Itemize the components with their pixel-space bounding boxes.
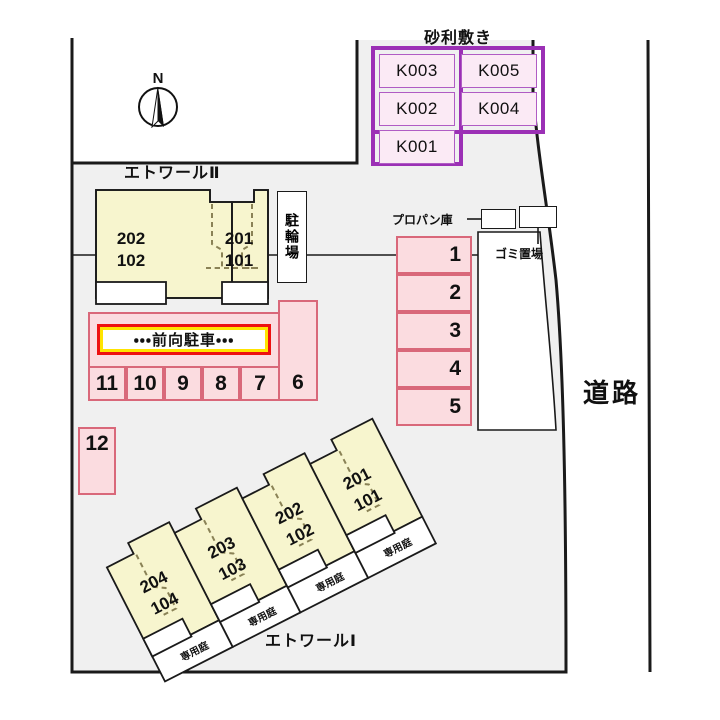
parking-space-10[interactable]: 10	[126, 366, 164, 401]
north-compass: N	[137, 70, 179, 129]
compass-icon	[138, 86, 178, 129]
parking-space-11[interactable]: 11	[88, 366, 126, 401]
propane-box	[481, 209, 516, 229]
unit-lower: 101	[224, 250, 254, 270]
front-parking-banner: ・・・前向駐車・・・	[97, 324, 271, 355]
parking-space-3[interactable]: 3	[396, 312, 472, 350]
parking-space-6[interactable]: 6	[278, 300, 318, 401]
gravel-lot-title: 砂利敷き	[424, 30, 493, 47]
garbage-label: ゴミ置場	[495, 247, 544, 261]
unit-etoile2-201: 201 101	[208, 228, 270, 272]
parking-space-7[interactable]: 7	[240, 366, 280, 401]
gravel-space-K003[interactable]: K003	[379, 54, 455, 88]
road-label: 道路	[583, 378, 642, 408]
propane-label: プロパン庫	[392, 213, 453, 227]
unit-lower: 102	[116, 250, 146, 270]
bicycle-parking-box: 駐輪場	[277, 191, 307, 283]
parking-space-2[interactable]: 2	[396, 274, 472, 312]
gravel-space-K002[interactable]: K002	[379, 92, 455, 126]
parking-space-8[interactable]: 8	[202, 366, 240, 401]
building-label-etoile-1: エトワールⅠ	[265, 633, 357, 650]
gravel-space-K001[interactable]: K001	[379, 130, 455, 164]
unit-upper: 202	[116, 229, 146, 248]
compass-north-label: N	[152, 70, 164, 87]
parking-space-9[interactable]: 9	[164, 366, 202, 401]
parking-space-12[interactable]: 12	[78, 427, 116, 495]
unit-upper: 201	[224, 229, 254, 248]
parking-space-4[interactable]: 4	[396, 350, 472, 388]
unit-etoile2-202: 202 102	[100, 228, 162, 272]
parking-space-5[interactable]: 5	[396, 388, 472, 426]
bicycle-parking-label: 駐輪場	[284, 213, 300, 261]
building-label-etoile-2: エトワールⅡ	[124, 165, 221, 182]
gravel-space-K004[interactable]: K004	[461, 92, 537, 126]
parking-space-1[interactable]: 1	[396, 236, 472, 274]
garbage-box	[519, 206, 557, 228]
gravel-space-K005[interactable]: K005	[461, 54, 537, 88]
